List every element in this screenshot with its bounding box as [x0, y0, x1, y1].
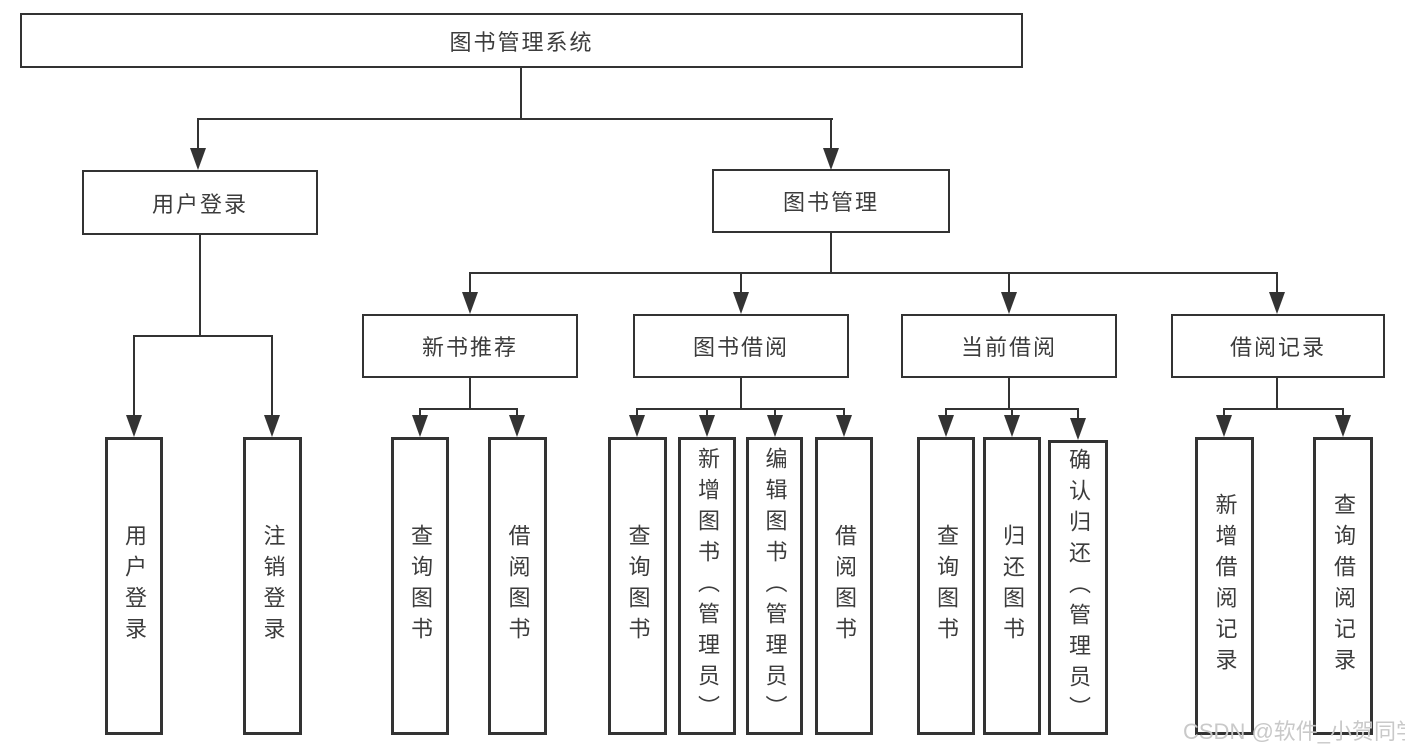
connector-leaf-stem: [1077, 408, 1079, 418]
connector-to-borrow-records: [1276, 272, 1278, 294]
arrow-down-icon: [938, 415, 954, 437]
arrow-down-icon: [733, 292, 749, 314]
connector-book-borrowing-branch: [636, 408, 845, 410]
connector-current-borrowing-stem: [1008, 376, 1010, 409]
connector-leaf-stem: [843, 408, 845, 418]
connector-leaf-stem: [1223, 408, 1225, 418]
connector-to-book-borrowing: [740, 272, 742, 294]
leaf-return-book: 归还图书: [983, 437, 1041, 735]
arrow-down-icon: [836, 415, 852, 437]
node-book-management: 图书管理: [712, 169, 950, 233]
arrow-down-icon: [190, 148, 206, 170]
connector-to-leaf-logout: [271, 335, 273, 417]
connector-leaf-stem: [1011, 408, 1013, 418]
leaf-query-book-current: 查询图书: [917, 437, 975, 735]
node-user-login-group: 用户登录: [82, 170, 318, 235]
connector-borrow-records-branch: [1223, 408, 1344, 410]
arrow-down-icon: [1070, 418, 1086, 440]
arrow-down-icon: [1004, 415, 1020, 437]
connector-leaf-stem: [516, 408, 518, 418]
connector-leaf-stem: [419, 408, 421, 418]
node-borrow-records: 借阅记录: [1171, 314, 1385, 378]
connector-to-new-book: [469, 272, 471, 294]
connector-new-book-branch: [419, 408, 518, 410]
leaf-edit-book-admin: 编辑图书（管理员）: [746, 437, 803, 735]
arrow-down-icon: [462, 292, 478, 314]
arrow-down-icon: [767, 415, 783, 437]
leaf-add-book-admin: 新增图书（管理员）: [678, 437, 736, 735]
arrow-down-icon: [412, 415, 428, 437]
connector-to-user-login: [197, 118, 199, 150]
connector-book-mgmt-stem: [830, 232, 832, 273]
connector-user-login-branch: [133, 335, 273, 337]
arrow-down-icon: [264, 415, 280, 437]
arrow-down-icon: [1269, 292, 1285, 314]
connector-to-leaf-user-login: [133, 335, 135, 417]
connector-book-borrowing-stem: [740, 376, 742, 409]
leaf-logout: 注销登录: [243, 437, 302, 735]
connector-user-login-stem: [199, 235, 201, 336]
connector-leaf-stem: [706, 408, 708, 418]
leaf-add-borrow-record: 新增借阅记录: [1195, 437, 1254, 735]
node-current-borrowing: 当前借阅: [901, 314, 1117, 378]
arrow-down-icon: [509, 415, 525, 437]
connector-to-current-borrowing: [1008, 272, 1010, 294]
node-new-book-recommend: 新书推荐: [362, 314, 578, 378]
connector-book-mgmt-branch: [469, 272, 1278, 274]
connector-leaf-stem: [636, 408, 638, 418]
node-book-borrowing: 图书借阅: [633, 314, 849, 378]
connector-root-branch: [197, 118, 833, 120]
leaf-query-book-borrowing: 查询图书: [608, 437, 667, 735]
connector-new-book-stem: [469, 376, 471, 409]
arrow-down-icon: [1335, 415, 1351, 437]
connector-borrow-records-stem: [1276, 376, 1278, 409]
connector-root-stem: [520, 68, 522, 119]
arrow-down-icon: [699, 415, 715, 437]
arrow-down-icon: [823, 148, 839, 170]
node-library-management-system: 图书管理系统: [20, 13, 1023, 68]
leaf-query-borrow-record: 查询借阅记录: [1313, 437, 1373, 735]
leaf-query-book-recommend: 查询图书: [391, 437, 449, 735]
leaf-borrow-book: 借阅图书: [815, 437, 873, 735]
arrow-down-icon: [126, 415, 142, 437]
connector-to-book-mgmt: [830, 118, 832, 150]
csdn-watermark: CSDN @软件_小贺同学: [1183, 719, 1405, 744]
arrow-down-icon: [629, 415, 645, 437]
connector-leaf-stem: [774, 408, 776, 418]
leaf-borrow-book-recommend: 借阅图书: [488, 437, 547, 735]
arrow-down-icon: [1001, 292, 1017, 314]
arrow-down-icon: [1216, 415, 1232, 437]
connector-leaf-stem: [945, 408, 947, 418]
connector-leaf-stem: [1342, 408, 1344, 418]
leaf-confirm-return-admin: 确认归还（管理员）: [1048, 440, 1108, 735]
leaf-user-login: 用户登录: [105, 437, 163, 735]
